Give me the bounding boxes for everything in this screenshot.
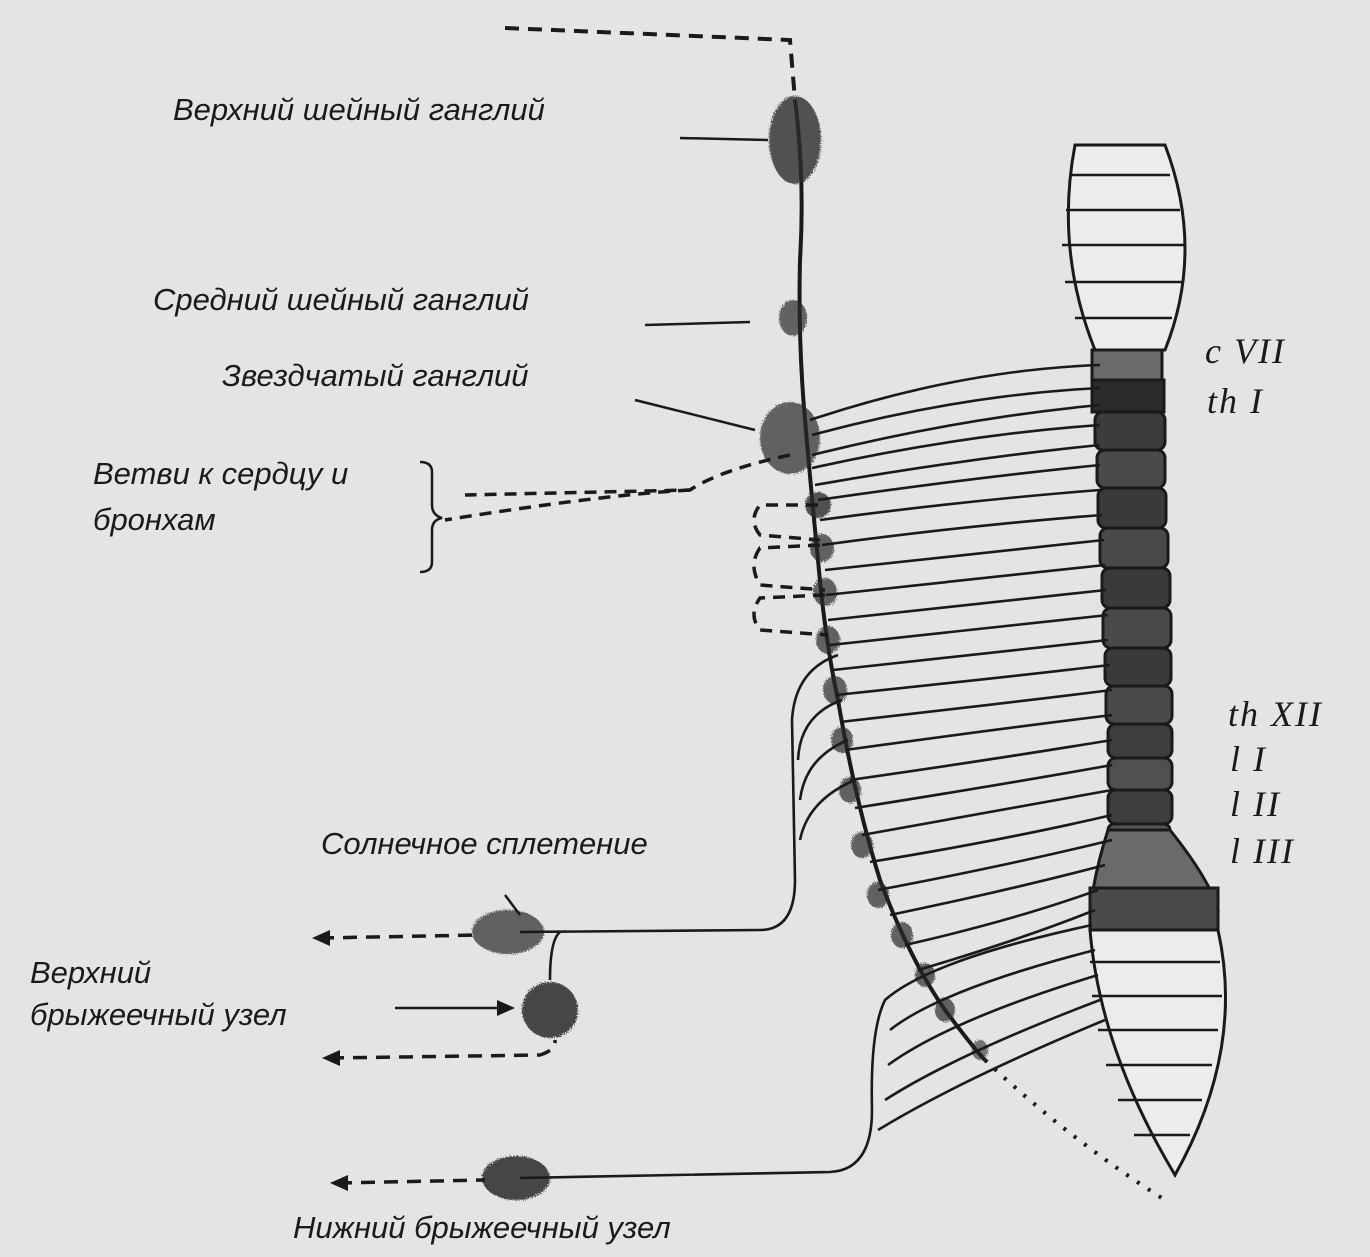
label-middle-cervical-ganglion: Средний шейный ганглий [153, 282, 529, 317]
segment-c7: c VII [1205, 331, 1286, 371]
sympathetic-trunk [504, 26, 1167, 1202]
solar-plexus-leader [504, 894, 521, 916]
label-inferior-mesenteric-ganglion: Нижний брыжеечный узел [293, 1210, 671, 1245]
sacral-stripes [1090, 960, 1222, 1137]
segment-l3: l III [1230, 831, 1295, 871]
upper-cervical-ganglion [769, 96, 821, 184]
label-heart-bronchi-line1: Ветви к сердцу и [93, 456, 349, 491]
splanchnic-nerves [519, 653, 1106, 1180]
sacral-cone [1088, 928, 1227, 1178]
label-superior-mesenteric-line1: Верхний [30, 955, 152, 990]
cardiac-branches [444, 453, 829, 637]
label-solar-plexus: Солнечное сплетение [321, 826, 648, 861]
middle-cervical-leader [644, 320, 751, 327]
ganglia [472, 96, 988, 1200]
abdominal-branches [319, 933, 557, 1185]
lower-splanchnic [519, 923, 1093, 1180]
segment-th12: th XII [1228, 694, 1323, 734]
label-superior-mesenteric-line2: брыжеечный узел [30, 997, 287, 1032]
heart-bronchi-bracket [419, 460, 443, 574]
upper-cervical-leader [679, 136, 769, 142]
rami-communicantes [809, 363, 1113, 972]
label-heart-bronchi-line2: бронхам [93, 502, 216, 537]
segment-l1: l I [1230, 739, 1267, 779]
label-upper-cervical-ganglion: Верхний шейный ганглий [173, 92, 545, 127]
thoracic-column [1090, 348, 1174, 856]
segment-l2: l II [1230, 784, 1281, 824]
leader-lines [395, 136, 769, 1010]
superior-mesenteric-ganglion [522, 982, 578, 1038]
trunk-lower-dotted [983, 1058, 1167, 1202]
spinal-cord [1062, 143, 1227, 1178]
greater-splanchnic [519, 653, 839, 934]
inferior-mesenteric-ganglion [482, 1156, 550, 1200]
stellate-leader [634, 398, 756, 432]
stellate-ganglion [760, 402, 820, 474]
to-superior-mesenteric [548, 930, 561, 981]
trunk-upper-dashed [504, 26, 797, 101]
segment-th1: th I [1207, 381, 1264, 421]
label-stellate-ganglion: Звездчатый ганглий [222, 358, 529, 393]
solar-plexus-ganglion [472, 910, 544, 954]
cervical-enlargement [1066, 143, 1187, 352]
cervical-stripes [1062, 173, 1185, 320]
arrowheads [312, 930, 515, 1191]
middle-cervical-ganglion [779, 300, 807, 336]
